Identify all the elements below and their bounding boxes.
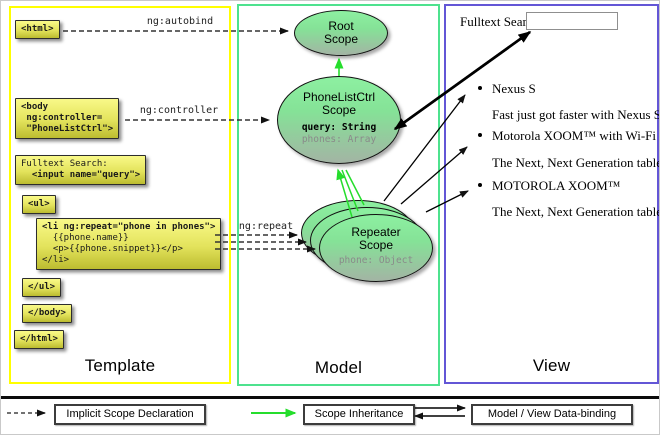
code-li-body: {{phone.name}} <p>{{phone.snippet}}</p> …	[42, 233, 183, 265]
list-bullet	[478, 86, 482, 90]
list-bullet	[478, 183, 482, 187]
fulltext-search-input[interactable]	[526, 12, 618, 30]
code-box-body-close: </body>	[22, 304, 72, 323]
code-fulltext-input: <input name="query">	[21, 170, 141, 180]
code-body-close: </body>	[28, 308, 66, 318]
code-html-close: </html>	[20, 334, 58, 344]
code-fulltext-label: Fulltext Search:	[21, 159, 108, 169]
phone-snippet: Fast just got faster with Nexus S.	[492, 107, 660, 122]
code-body-open: <body ng:controller= "PhoneListCtrl">	[21, 102, 114, 134]
phone-snippet: The Next, Next Generation tablet.	[492, 155, 660, 170]
phone-name: Motorola XOOM™ with Wi-Fi	[492, 128, 657, 143]
code-box-html-close: </html>	[14, 330, 64, 349]
repeater-scope-title: Repeater Scope	[351, 225, 401, 252]
code-li-open: <li ng:repeat="phone in phones">	[42, 222, 216, 232]
code-ul-open: <ul>	[28, 199, 50, 209]
view-panel: View	[444, 4, 659, 384]
repeater-scope-ellipse-front: Repeater Scope phone: Object	[319, 214, 433, 282]
ng-controller-label: ng:controller	[139, 105, 219, 116]
legend-scope-inheritance-label: Scope Inheritance	[303, 404, 415, 425]
legend-databinding-label: Model / View Data-binding	[471, 404, 633, 425]
phonelist-query-prop: query: String	[301, 122, 377, 133]
repeater-phone-prop: phone: Object	[338, 255, 414, 266]
legend-implicit-scope-label: Implicit Scope Declaration	[54, 404, 206, 425]
root-scope-ellipse: Root Scope	[294, 10, 388, 56]
phonelist-phones-prop: phones: Array	[301, 134, 377, 145]
model-panel: Model	[237, 4, 440, 386]
phone-name: Nexus S	[492, 81, 536, 96]
ng-repeat-label: ng:repeat	[238, 221, 294, 232]
view-panel-label: View	[532, 356, 571, 375]
code-box-body-open: <body ng:controller= "PhoneListCtrl">	[15, 98, 120, 139]
phonelistctrl-scope-ellipse: PhoneListCtrl Scope query: String phones…	[277, 76, 401, 164]
code-box-ul-close: </ul>	[22, 278, 62, 297]
phonelistctrl-scope-title: PhoneListCtrl Scope	[302, 90, 376, 117]
code-box-html-open: <html>	[15, 20, 60, 39]
phone-name: MOTOROLA XOOM™	[492, 178, 621, 193]
code-ul-close: </ul>	[28, 282, 56, 292]
ng-autobind-label: ng:autobind	[146, 16, 214, 27]
model-panel-label: Model	[314, 358, 363, 377]
template-panel-label: Template	[84, 356, 156, 375]
code-html-open: <html>	[21, 24, 54, 34]
root-scope-title: Root Scope	[323, 19, 359, 46]
view-search-label: Fulltext Search:	[460, 14, 543, 29]
list-bullet	[478, 133, 482, 137]
legend-separator-line	[1, 396, 659, 399]
phone-snippet: The Next, Next Generation tablet.	[492, 204, 660, 219]
code-box-li: <li ng:repeat="phone in phones"> {{phone…	[36, 218, 222, 270]
code-box-ul-open: <ul>	[22, 195, 56, 214]
code-box-fulltext: Fulltext Search: <input name="query">	[15, 155, 147, 185]
